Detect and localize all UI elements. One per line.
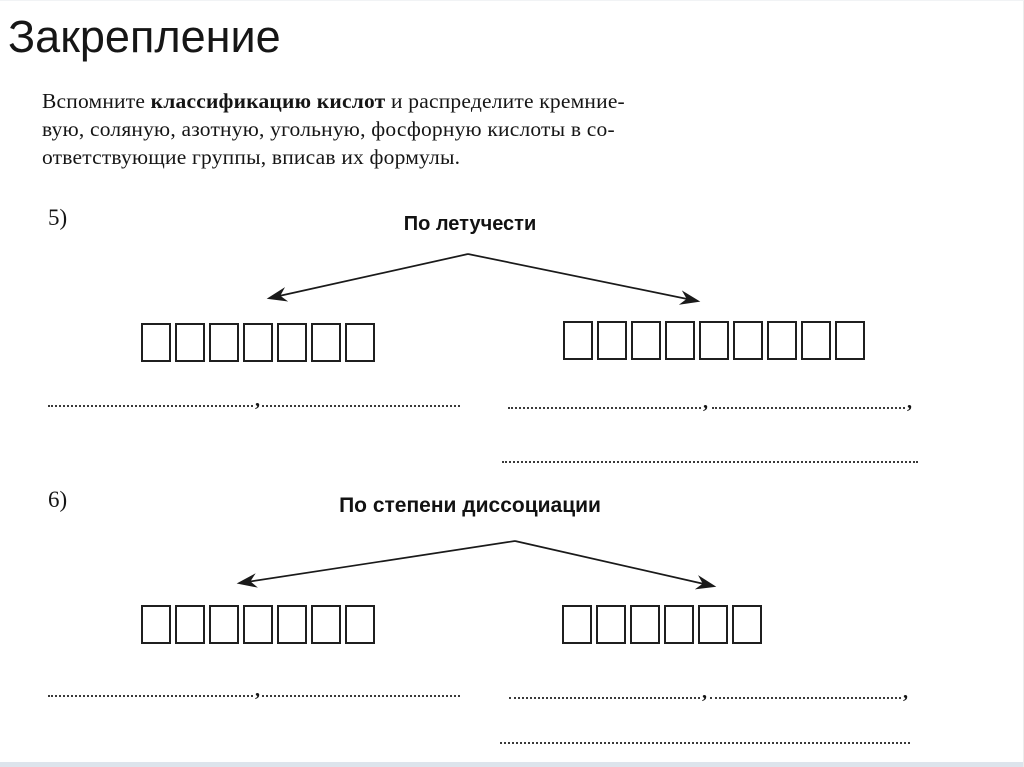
formula-box[interactable] <box>277 605 307 644</box>
answer-line[interactable]: , <box>710 675 908 703</box>
formula-box[interactable] <box>345 323 375 362</box>
formula-boxes-nonvolatile <box>563 321 865 360</box>
dotted-rule[interactable] <box>712 385 905 409</box>
formula-box[interactable] <box>767 321 797 360</box>
comma-separator: , <box>907 391 912 413</box>
arrow-right-icon <box>514 540 717 590</box>
formula-box[interactable] <box>345 605 375 644</box>
formula-box[interactable] <box>732 605 762 644</box>
formula-box[interactable] <box>209 323 239 362</box>
branch-arrows-dissociation <box>236 540 717 590</box>
dotted-rule[interactable] <box>502 439 918 463</box>
formula-box[interactable] <box>311 605 341 644</box>
comma-separator: , <box>255 679 260 701</box>
formula-box[interactable] <box>631 321 661 360</box>
dotted-rule[interactable] <box>500 720 910 744</box>
answer-line[interactable] <box>262 385 460 407</box>
formula-box[interactable] <box>835 321 865 360</box>
task-line1-prefix: Вспомните <box>42 89 151 113</box>
dotted-rule[interactable] <box>48 673 253 697</box>
formula-box[interactable] <box>562 605 592 644</box>
formula-box[interactable] <box>175 605 205 644</box>
arrow-right-icon <box>467 253 701 305</box>
section-6-number: 6) <box>48 487 68 512</box>
formula-boxes-strong <box>141 605 375 644</box>
formula-box[interactable] <box>277 323 307 362</box>
formula-box[interactable] <box>141 323 171 362</box>
dotted-rule[interactable] <box>508 385 701 409</box>
answer-line[interactable]: , <box>712 385 912 413</box>
answer-line[interactable] <box>502 441 918 463</box>
formula-box[interactable] <box>699 321 729 360</box>
answer-line[interactable] <box>262 675 460 697</box>
formula-box[interactable] <box>209 605 239 644</box>
task-instruction: Вспомните классификацию кислот и распред… <box>42 87 722 171</box>
dotted-rule[interactable] <box>262 383 460 407</box>
formula-box[interactable] <box>175 323 205 362</box>
formula-box[interactable] <box>698 605 728 644</box>
answer-line[interactable]: , <box>48 383 260 411</box>
formula-box[interactable] <box>311 323 341 362</box>
formula-box[interactable] <box>733 321 763 360</box>
arrow-left-icon <box>266 253 469 302</box>
formula-box[interactable] <box>596 605 626 644</box>
formula-box[interactable] <box>630 605 660 644</box>
comma-separator: , <box>903 681 908 703</box>
slide-footer-strip <box>0 762 1023 767</box>
comma-separator: , <box>703 391 708 413</box>
arrow-left-icon <box>236 540 516 588</box>
formula-box[interactable] <box>801 321 831 360</box>
branch-arrows-volatility <box>266 253 701 305</box>
task-line1-suffix: и распределите кремние- <box>385 89 625 113</box>
formula-box[interactable] <box>664 605 694 644</box>
dotted-rule[interactable] <box>48 383 253 407</box>
task-line2: вую, соляную, азотную, угольную, фосфорн… <box>42 117 615 141</box>
answer-line[interactable] <box>500 722 910 744</box>
section-6-heading: По степени диссоциации <box>339 494 601 517</box>
formula-boxes-volatile <box>141 323 375 362</box>
dotted-rule[interactable] <box>509 675 700 699</box>
page-title: Закрепление <box>8 11 281 62</box>
section-5-number: 5) <box>48 205 68 230</box>
formula-boxes-weak <box>562 605 762 644</box>
formula-box[interactable] <box>141 605 171 644</box>
comma-separator: , <box>702 681 707 703</box>
formula-box[interactable] <box>243 605 273 644</box>
section-5-heading: По летучести <box>403 213 537 235</box>
answer-line[interactable]: , <box>509 675 707 703</box>
formula-box[interactable] <box>243 323 273 362</box>
dotted-rule[interactable] <box>710 675 901 699</box>
formula-box[interactable] <box>597 321 627 360</box>
formula-box[interactable] <box>563 321 593 360</box>
dotted-rule[interactable] <box>262 673 460 697</box>
formula-box[interactable] <box>665 321 695 360</box>
answer-line[interactable]: , <box>508 385 708 413</box>
task-line1-bold: классификацию кислот <box>150 89 386 113</box>
task-line3: ответствующие группы, вписав их формулы. <box>42 145 461 169</box>
answer-line[interactable]: , <box>48 673 260 701</box>
comma-separator: , <box>255 389 260 411</box>
